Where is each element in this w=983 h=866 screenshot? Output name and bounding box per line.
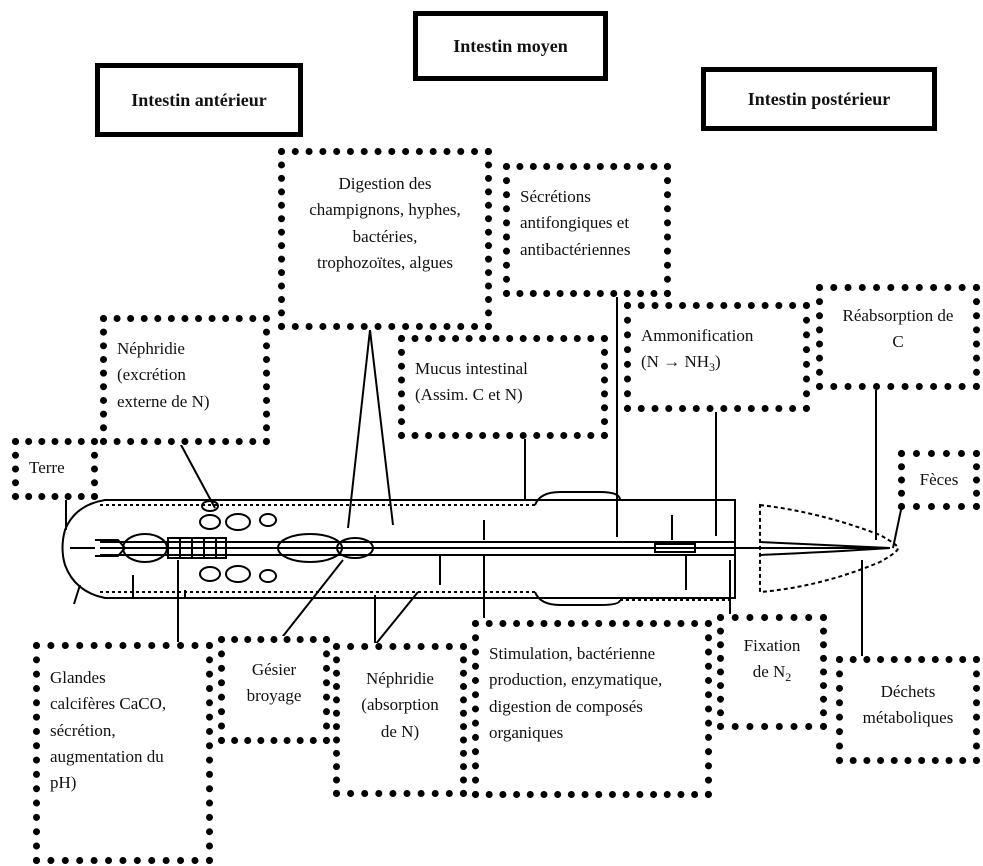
- fixation-line-2: de N2: [734, 659, 810, 687]
- header-posterior-label: Intestin postérieur: [747, 88, 891, 109]
- box-mucus: Mucus intestinal (Assim. C et N): [398, 335, 608, 439]
- dechets-line-2: métaboliques: [862, 708, 954, 728]
- ammonification-formula: (N → NH: [641, 352, 709, 372]
- secretions-line-2: antifongiques et: [520, 213, 630, 233]
- mucus-line-2: (Assim. C et N): [415, 385, 523, 405]
- fixation-formula: de N: [752, 662, 786, 682]
- glandes-line-4: augmentation du: [50, 747, 164, 767]
- glandes-line-1: Glandes: [50, 668, 106, 687]
- stimulation-line-1: Stimulation, bactérienne: [489, 644, 656, 663]
- stimulation-line-4: organiques: [489, 723, 564, 743]
- ammonification-line-2: (N → NH3): [641, 349, 793, 377]
- digestion-line-2: champignons, hyphes,: [309, 200, 461, 220]
- glandes-line-5: pH): [50, 773, 77, 793]
- box-stimulation: Stimulation, bactérienne production, enz…: [472, 620, 712, 798]
- nephridie-abs-line-3: de N): [380, 721, 420, 741]
- dechets-line-1: Déchets: [880, 682, 936, 701]
- fixation-subscript: 2: [785, 670, 792, 685]
- nephridie-abs-line-1: Néphridie: [366, 669, 434, 688]
- glandes-line-2: calcifères CaCO,: [50, 694, 167, 714]
- gesier-line-1: Gésier: [251, 660, 297, 679]
- fixation-line-1: Fixation: [743, 636, 801, 655]
- terre-label: Terre: [29, 458, 65, 477]
- box-nephridie-externe: Néphridie (excrétion externe de N): [100, 315, 270, 445]
- feces-label: Fèces: [919, 470, 959, 489]
- header-middle-label: Intestin moyen: [453, 35, 568, 56]
- nephridie-ext-line-2: (excrétion: [117, 365, 186, 385]
- box-gesier: Gésier broyage: [218, 636, 330, 744]
- nephridie-ext-line-1: Néphridie: [117, 339, 185, 358]
- box-secretions: Sécrétions antifongiques et antibactérie…: [503, 163, 671, 297]
- box-terre: Terre: [12, 438, 98, 500]
- header-anterior-label: Intestin antérieur: [131, 89, 267, 110]
- reabsorption-line-2: C: [892, 332, 904, 352]
- header-middle-gut: Intestin moyen: [413, 11, 608, 81]
- digestion-line-3: bactéries,: [352, 226, 418, 246]
- box-nephridie-absorption: Néphridie (absorption de N): [333, 643, 467, 797]
- secretions-line-1: Sécrétions: [520, 187, 591, 206]
- glandes-line-3: sécrétion,: [50, 720, 116, 740]
- box-feces: Fèces: [898, 450, 980, 510]
- box-dechets: Déchets métaboliques: [836, 656, 980, 764]
- stimulation-line-3: digestion de composés: [489, 696, 643, 716]
- ammonification-subscript: 3: [709, 360, 715, 375]
- header-posterior-gut: Intestin postérieur: [701, 67, 937, 131]
- mucus-line-1: Mucus intestinal: [415, 359, 528, 378]
- box-glandes-calciferes: Glandes calcifères CaCO, sécrétion, augm…: [33, 642, 213, 864]
- digestion-line-1: Digestion des: [338, 174, 432, 193]
- digestion-line-4: trophozoïtes, algues: [317, 253, 453, 273]
- box-ammonification: Ammonification (N → NH3): [624, 302, 810, 412]
- ammonification-close: ): [715, 352, 721, 372]
- gesier-line-2: broyage: [246, 686, 302, 706]
- box-reabsorption: Réabsorption de C: [816, 284, 980, 390]
- box-fixation: Fixation de N2: [717, 614, 827, 730]
- reabsorption-line-1: Réabsorption de: [842, 306, 954, 325]
- ammonification-line-1: Ammonification: [641, 326, 754, 345]
- secretions-line-3: antibactériennes: [520, 239, 631, 259]
- nephridie-ext-line-3: externe de N): [117, 391, 210, 411]
- nephridie-abs-line-2: (absorption: [361, 695, 439, 715]
- box-digestion: Digestion des champignons, hyphes, bacté…: [278, 148, 492, 330]
- stimulation-line-2: production, enzymatique,: [489, 670, 663, 690]
- header-anterior-gut: Intestin antérieur: [95, 63, 303, 137]
